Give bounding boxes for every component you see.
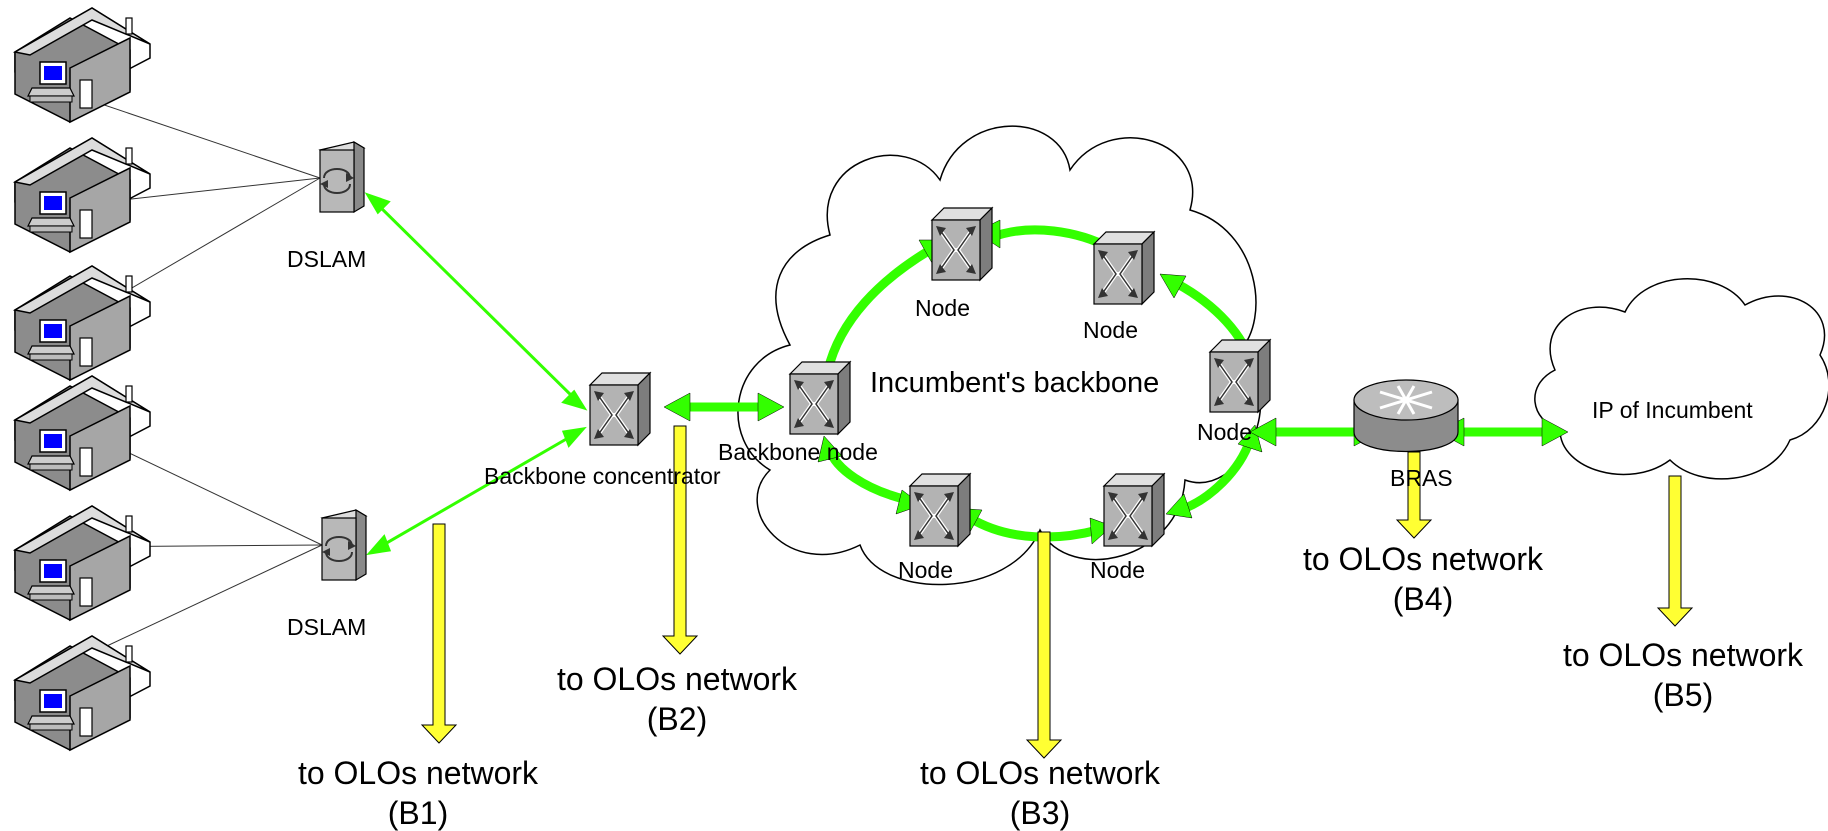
node-label: Node — [1090, 557, 1145, 583]
switch-icon — [1092, 230, 1156, 306]
green-link-thin — [364, 192, 588, 556]
olos-label-b1: to OLOs network — [298, 755, 539, 791]
node-label: Node — [1197, 419, 1252, 445]
olos-label-b3: to OLOs network — [920, 755, 1161, 791]
switch-icon — [788, 360, 852, 436]
dslam-label: DSLAM — [287, 246, 366, 272]
house-icon — [14, 505, 151, 621]
ip-of-incumbent-label: IP of Incumbent — [1592, 397, 1753, 423]
breakpoint-b2: (B2) — [647, 701, 707, 737]
switch-icon — [588, 371, 652, 447]
backbone-node-label: Backbone node — [718, 439, 878, 465]
breakpoint-b1: (B1) — [388, 795, 448, 831]
node-label: Node — [915, 295, 970, 321]
yellow-arrows — [420, 425, 1694, 759]
node-label: Node — [898, 557, 953, 583]
house-icon — [14, 265, 151, 381]
olos-label-b5: to OLOs network — [1563, 637, 1804, 673]
house-icon — [14, 137, 151, 253]
house-icon — [14, 635, 151, 751]
switch-icon — [908, 472, 972, 548]
olos-label-b2: to OLOs network — [557, 661, 798, 697]
dslam-icon — [321, 509, 367, 581]
switch-icon — [1208, 338, 1272, 414]
dslam-label: DSLAM — [287, 614, 366, 640]
backbone-concentrator-label: Backbone concentrator — [484, 463, 721, 489]
olos-label-b4: to OLOs network — [1303, 541, 1544, 577]
switch-icon — [1102, 472, 1166, 548]
breakpoint-b3: (B3) — [1010, 795, 1070, 831]
cloud-icon — [1534, 278, 1828, 480]
house-icon — [14, 7, 151, 123]
dslam-icon — [319, 141, 365, 213]
breakpoint-b5: (B5) — [1653, 677, 1713, 713]
router-icon — [1353, 379, 1459, 452]
switch-icon — [930, 206, 994, 282]
bras-label: BRAS — [1390, 465, 1453, 491]
backbone-title: Incumbent's backbone — [870, 367, 1159, 399]
house-icon — [14, 375, 151, 491]
node-label: Node — [1083, 317, 1138, 343]
breakpoint-b4: (B4) — [1393, 581, 1453, 617]
